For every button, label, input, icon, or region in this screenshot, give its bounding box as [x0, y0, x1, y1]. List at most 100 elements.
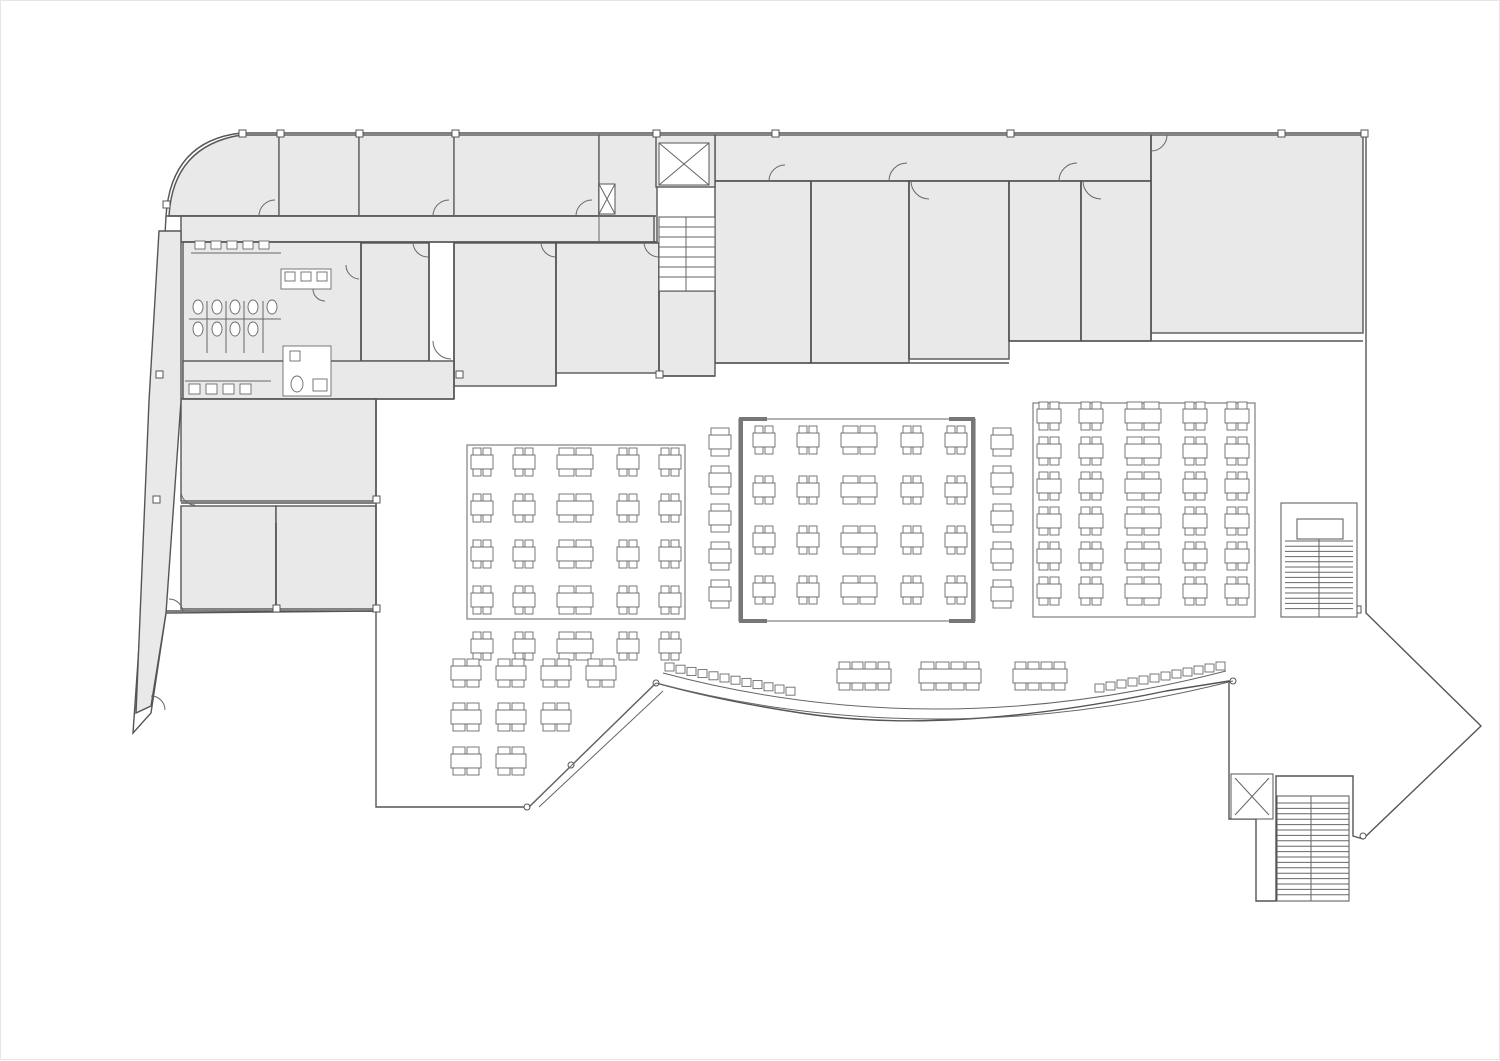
counter-stool [708, 671, 719, 681]
sinks-top [194, 240, 270, 250]
counter-stool [774, 684, 785, 694]
dining-table [900, 475, 924, 505]
dining-table [658, 493, 682, 523]
booth-seat [990, 503, 1014, 533]
counter-stool [686, 666, 697, 676]
room-n2 [358, 134, 455, 217]
room-storage [360, 242, 430, 362]
curved-counter [528, 670, 1234, 808]
lounge-table [450, 658, 482, 688]
dining-table [1124, 506, 1162, 536]
dining-table [1182, 541, 1208, 571]
dining-table [1224, 541, 1250, 571]
dining-table [840, 525, 878, 555]
room-sw-2 [180, 505, 277, 610]
counter-stool [1149, 673, 1160, 683]
lounge-table [540, 702, 572, 732]
dining-table [752, 525, 776, 555]
corridor-west [180, 215, 655, 243]
counter-stool [1138, 675, 1149, 685]
dining-table [840, 475, 878, 505]
sink [284, 271, 296, 282]
counter-stool [1215, 661, 1226, 671]
dining-table [1224, 506, 1250, 536]
counter-stool [752, 680, 763, 690]
stair-treads [1285, 540, 1353, 610]
counter-stool [1105, 681, 1116, 691]
dining-table [1124, 401, 1162, 431]
booth-seat [708, 465, 732, 495]
booth-seat [990, 579, 1014, 609]
room-row-e [1080, 180, 1152, 342]
booth-seat [708, 503, 732, 533]
dining-table [658, 631, 682, 661]
lounge-table [450, 746, 482, 776]
room-mid-2 [555, 242, 660, 374]
dining-table [512, 493, 536, 523]
dining-table [840, 425, 878, 455]
booth-seat [990, 465, 1014, 495]
dining-table [512, 447, 536, 477]
dining-table [616, 585, 640, 615]
counter-stool [1182, 667, 1193, 677]
lounge-table [540, 658, 572, 688]
booth-seat [708, 427, 732, 457]
room-sw-1 [180, 398, 377, 502]
counter-stool [1171, 669, 1182, 679]
dining-table [1078, 436, 1104, 466]
dining-table [752, 425, 776, 455]
lounge-table [495, 746, 527, 776]
room-row-a [714, 180, 812, 364]
booth-seat [990, 427, 1014, 457]
dining-table [900, 575, 924, 605]
dining-table [470, 539, 494, 569]
dining-table [1124, 471, 1162, 501]
counter-table [1012, 661, 1068, 691]
center-block-frame [738, 417, 976, 623]
lounge-table [495, 658, 527, 688]
room-n1 [278, 134, 360, 217]
room-row-d [1008, 180, 1082, 342]
counter-stool [1127, 677, 1138, 687]
columns [152, 129, 1369, 840]
booth-seat [708, 541, 732, 571]
sink [316, 271, 328, 282]
toilets [192, 299, 278, 337]
dining-table [796, 575, 820, 605]
dining-table [658, 447, 682, 477]
dining-table [944, 425, 968, 455]
room-mid-3 [658, 290, 716, 377]
counter-stool [697, 669, 708, 679]
dining-table [1182, 401, 1208, 431]
dining-table [1036, 401, 1062, 431]
dining-table [944, 525, 968, 555]
lounge-table [495, 702, 527, 732]
dining-table [470, 585, 494, 615]
west-corridor [135, 230, 182, 715]
counter-table [918, 661, 982, 691]
dining-table [1036, 506, 1062, 536]
dining-table [658, 539, 682, 569]
dining-table [470, 493, 494, 523]
room-mid-1 [453, 242, 557, 387]
counter-stool [664, 662, 675, 672]
dining-table [1224, 401, 1250, 431]
dining-table [1182, 471, 1208, 501]
dining-table [512, 539, 536, 569]
dining-table [556, 585, 594, 615]
dining-table [1224, 576, 1250, 606]
dining-table [752, 575, 776, 605]
dining-table [616, 493, 640, 523]
east-stair [1280, 502, 1358, 618]
office-rooms [135, 134, 1364, 715]
dining-table [796, 425, 820, 455]
north-stair [598, 134, 716, 292]
counter-stool [1116, 679, 1127, 689]
dining-table [556, 539, 594, 569]
room-n5 [714, 134, 1152, 182]
dining-table [1078, 576, 1104, 606]
dining-table [796, 525, 820, 555]
dining-table [1078, 471, 1104, 501]
dining-table [900, 525, 924, 555]
